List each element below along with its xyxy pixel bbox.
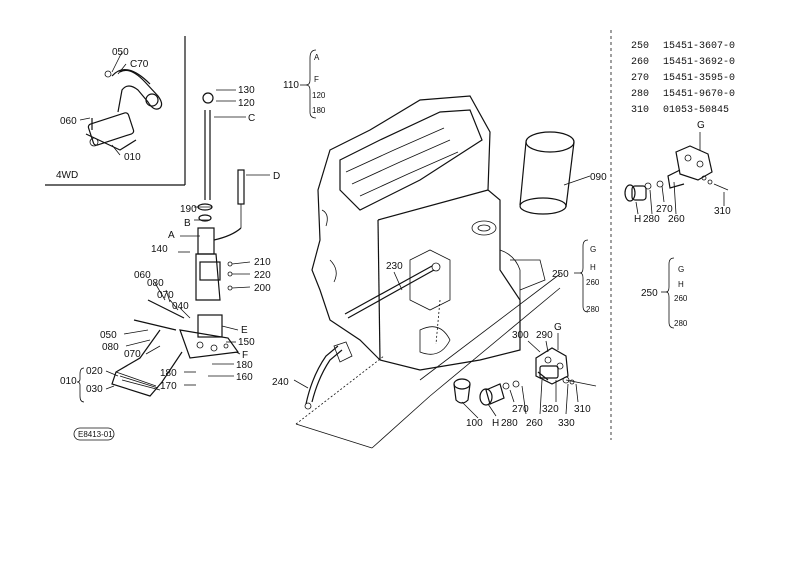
dashed-leaders (295, 273, 561, 449)
table-ref-260: 260 (631, 57, 649, 68)
label-230: 230 (386, 261, 403, 272)
dipstick-guide-drawing (344, 262, 441, 319)
label-110-180: 180 (312, 106, 326, 115)
label-160: 160 (236, 372, 253, 383)
drawing-code-badge: E8413-01 (73, 427, 115, 441)
label-right-270: 270 (656, 204, 673, 215)
label-260: 260 (526, 418, 543, 429)
inset-oil-pipe-drawing (79, 51, 163, 156)
label-280: 280 (501, 418, 518, 429)
oil-filter-drawing (519, 131, 575, 215)
filter-head-drawing (453, 347, 597, 406)
label-right-280: 280 (643, 214, 660, 225)
label-c: C (248, 113, 255, 124)
label-210: 210 (254, 257, 271, 268)
label-080-a: 080 (147, 278, 164, 289)
label-150: 150 (238, 337, 255, 348)
label-4wd: 4WD (56, 170, 78, 181)
label-110-a: A (314, 53, 320, 62)
bolt-stack-drawing (227, 261, 251, 291)
label-030: 030 (86, 384, 103, 395)
label-220: 220 (254, 270, 271, 281)
label-200: 200 (254, 283, 271, 294)
label-240: 240 (272, 377, 289, 388)
label-110-f: F (314, 75, 319, 84)
label-110: 110 (283, 80, 299, 91)
table-ref-310: 310 (631, 105, 649, 116)
label-inset-050: 050 (112, 47, 129, 58)
label-250-b-g: G (678, 265, 684, 274)
label-270: 270 (512, 404, 529, 415)
table-part-260: 15451-3692-0 (663, 57, 735, 68)
label-250-b-280: 280 (674, 319, 688, 328)
label-330: 330 (558, 418, 575, 429)
label-300: 300 (512, 330, 529, 341)
label-250-a-280: 280 (586, 305, 600, 314)
right-assembly-drawing (624, 145, 729, 202)
label-120: 120 (238, 98, 255, 109)
label-right-h: H (634, 214, 641, 225)
parts-table: 250 15451-3607-0 260 15451-3692-0 270 15… (631, 41, 735, 116)
label-250-b: 250 (641, 288, 658, 299)
label-060: 060 (134, 270, 151, 281)
label-d: D (273, 171, 280, 182)
label-right-g: G (697, 120, 705, 131)
label-110-120: 120 (312, 91, 326, 100)
label-250-b-h: H (678, 280, 684, 289)
table-ref-270: 270 (631, 73, 649, 84)
badge-text: E8413-01 (78, 430, 113, 439)
label-020: 020 (86, 366, 103, 377)
label-070-b: 070 (124, 349, 141, 360)
dipstick-drawing (202, 92, 245, 241)
label-250-a-g: G (590, 245, 596, 254)
label-right-260: 260 (668, 214, 685, 225)
table-part-270: 15451-3595-0 (663, 73, 735, 84)
label-250-a: 250 (552, 269, 569, 280)
table-part-280: 15451-9670-0 (663, 89, 735, 100)
label-250-a-260: 260 (586, 278, 600, 287)
label-310: 310 (574, 404, 591, 415)
label-f: F (242, 350, 248, 361)
label-050: 050 (100, 330, 117, 341)
engine-block-drawing (311, 95, 546, 371)
label-130: 130 (238, 85, 255, 96)
label-inset-010: 010 (124, 152, 141, 163)
label-090: 090 (590, 172, 607, 183)
label-170: 170 (160, 381, 177, 392)
label-right-310: 310 (714, 206, 731, 217)
label-e: E (241, 325, 248, 336)
label-180-b: 180 (160, 368, 177, 379)
table-part-310: 01053-50845 (663, 105, 729, 116)
label-inset-c70: C70 (130, 59, 149, 70)
label-040: 040 (172, 301, 189, 312)
label-080-b: 080 (102, 342, 119, 353)
label-190: 190 (180, 204, 197, 215)
oil-pump-drawing (111, 203, 240, 397)
table-ref-250: 250 (631, 41, 649, 52)
label-290: 290 (536, 330, 553, 341)
label-070-a: 070 (157, 290, 174, 301)
label-g: G (554, 322, 562, 333)
label-180-a: 180 (236, 360, 253, 371)
table-part-250: 15451-3607-0 (663, 41, 735, 52)
inset-frame (45, 36, 186, 186)
label-b: B (184, 218, 191, 229)
label-250-a-h: H (590, 263, 596, 272)
oil-pipe-240-drawing (304, 341, 353, 410)
label-320: 320 (542, 404, 559, 415)
label-h: H (492, 418, 499, 429)
label-140: 140 (151, 244, 168, 255)
label-a: A (168, 230, 175, 241)
label-inset-060: 060 (60, 116, 77, 127)
label-010: 010 (60, 376, 77, 387)
table-ref-280: 280 (631, 89, 649, 100)
label-250-b-260: 260 (674, 294, 688, 303)
label-100: 100 (466, 418, 483, 429)
